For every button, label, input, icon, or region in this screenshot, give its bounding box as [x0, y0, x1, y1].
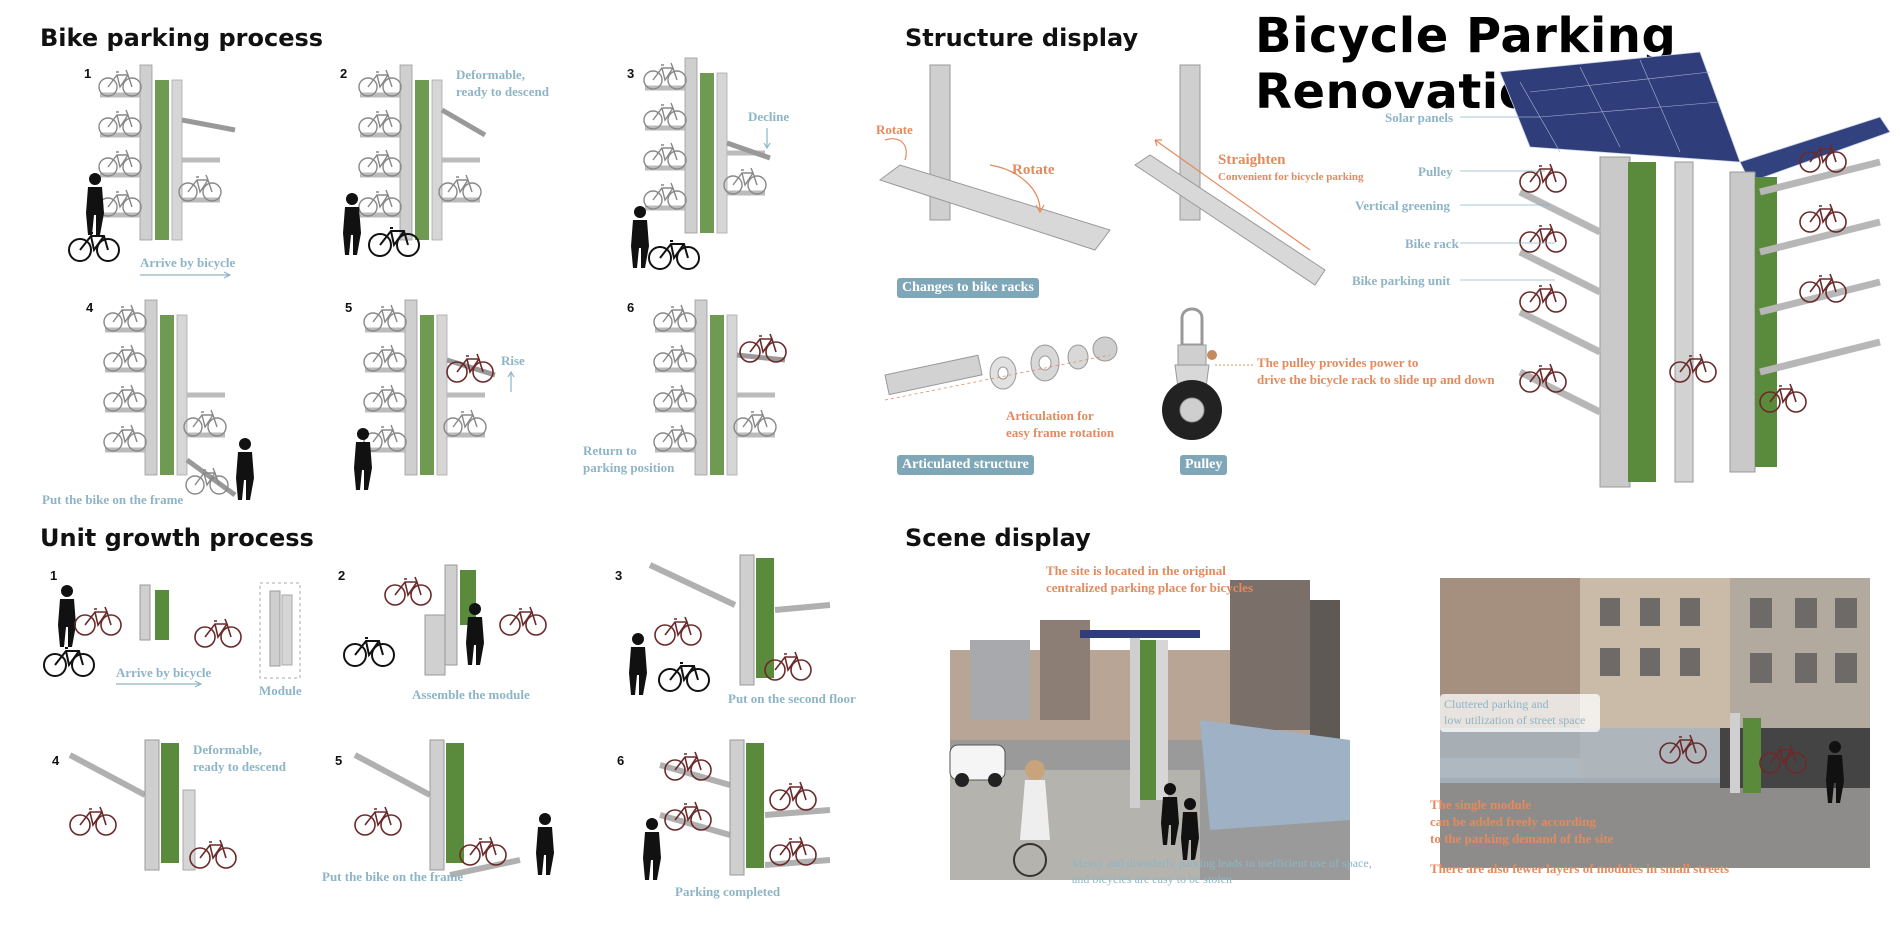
- label-deformable: Deformable, ready to descend: [193, 741, 286, 775]
- label-rotate-small: Rotate: [876, 122, 913, 137]
- label-line: drive the bicycle rack to slide up and d…: [1257, 372, 1495, 387]
- label-line: low utilization of street space: [1444, 713, 1586, 727]
- label-put-on-second-floor: Put on the second floor: [728, 691, 856, 706]
- label-straighten: Straighten: [1218, 152, 1286, 168]
- label-line: Return to: [583, 443, 637, 458]
- label-return-to-parking: Return to parking position: [583, 442, 674, 476]
- label-rotate: Rotate: [1012, 162, 1055, 178]
- articulated-structure-illustration: [884, 336, 1118, 401]
- rack-straighten-illustration: [1134, 64, 1326, 286]
- label-bike-rack: Bike rack: [1405, 236, 1459, 251]
- label-line: to the parking demand of the site: [1430, 831, 1614, 846]
- label-vertical-greening: Vertical greening: [1355, 198, 1450, 213]
- step-number: 6: [617, 753, 625, 768]
- label-solar-panels: Solar panels: [1385, 110, 1454, 125]
- growth-step3-illustration: [629, 554, 831, 695]
- label-put-bike-on-frame: Put the bike on the frame: [322, 869, 464, 884]
- label-line: parking position: [583, 460, 675, 475]
- step-number: 5: [345, 300, 353, 315]
- label-line: The single module: [1430, 797, 1532, 812]
- label-line: and bicycles are easy to be stolen: [1072, 872, 1232, 886]
- tag-changes-to-bike-racks: Changes to bike racks: [897, 278, 1039, 298]
- tag-articulated-structure: Articulated structure: [897, 455, 1034, 475]
- label-arrive-by-bicycle: Arrive by bicycle: [116, 665, 212, 680]
- growth-step6-illustration: [643, 739, 831, 880]
- step1-illustration: [68, 65, 236, 262]
- label-put-bike-on-frame: Put the bike on the frame: [42, 492, 184, 507]
- arrow-down-icon: [763, 128, 771, 150]
- growth-step5-illustration: [353, 739, 554, 878]
- label-convenient: Convenient for bicycle parking: [1218, 171, 1364, 183]
- label-rise: Rise: [501, 353, 525, 368]
- growth-step4-illustration: [68, 739, 237, 871]
- step-number: 3: [615, 568, 623, 583]
- label-arrive-by-bicycle: Arrive by bicycle: [140, 255, 236, 270]
- section-heading-bike-parking: Bike parking process: [40, 24, 324, 52]
- label-articulation: Articulation for easy frame rotation: [1006, 407, 1114, 441]
- label-line: Deformable,: [456, 67, 525, 82]
- step-number: 4: [52, 753, 60, 768]
- pulley-illustration: [1162, 307, 1222, 440]
- arrow-up-icon: [507, 370, 515, 392]
- step2-illustration: [343, 65, 487, 257]
- label-line: Messy and disorderly parking leads to in…: [1072, 856, 1372, 870]
- label-fewer-layers: There are also fewer layers of modules i…: [1430, 861, 1730, 876]
- label-line: ready to descend: [193, 759, 286, 774]
- step-number: 2: [340, 66, 348, 81]
- callout-box: [1440, 694, 1600, 732]
- label-parking-completed: Parking completed: [675, 884, 781, 899]
- leader-line: [1215, 364, 1255, 366]
- arrow-right-icon: [116, 680, 203, 688]
- section-heading-unit-growth: Unit growth process: [40, 524, 314, 552]
- label-assemble-module: Assemble the module: [412, 687, 530, 702]
- tower-leader-lines: [1460, 116, 1555, 281]
- label-line: The site is located in the original: [1046, 563, 1226, 578]
- step-number: 3: [627, 66, 635, 81]
- step-number: 6: [627, 300, 635, 315]
- label-single-module: The single module can be added freely ac…: [1430, 796, 1613, 847]
- step5-illustration: [354, 300, 496, 490]
- label-line: The pulley provides power to: [1257, 355, 1419, 370]
- section-heading-structure: Structure display: [905, 24, 1139, 52]
- label-pulley: Pulley: [1418, 164, 1453, 179]
- label-messy-parking: Messy and disorderly parking leads to in…: [1072, 855, 1372, 887]
- growth-step1-illustration: [43, 582, 301, 679]
- label-module: Module: [259, 683, 302, 698]
- growth-step2-illustration: [343, 564, 547, 676]
- step3-illustration: [631, 58, 771, 270]
- label-line: Cluttered parking and: [1444, 697, 1549, 711]
- label-line: centralized parking place for bicycles: [1046, 580, 1254, 595]
- rack-rotate-illustration: [878, 64, 1111, 251]
- label-site-located: The site is located in the original cent…: [1046, 562, 1253, 596]
- label-cluttered-parking: Cluttered parking and low utilization of…: [1444, 696, 1585, 728]
- step-number: 1: [84, 66, 92, 81]
- arrow-right-icon: [140, 271, 232, 279]
- step-number: 4: [86, 300, 94, 315]
- label-line: ready to descend: [456, 84, 549, 99]
- bike-parking-tower-illustration: [1499, 51, 1891, 488]
- scene-photo-2: [1440, 578, 1870, 868]
- step-number: 5: [335, 753, 343, 768]
- step-number: 2: [338, 568, 346, 583]
- label-line: Articulation for: [1006, 408, 1094, 423]
- step4-illustration: [105, 300, 254, 500]
- label-pulley-power: The pulley provides power to drive the b…: [1257, 354, 1495, 388]
- label-deformable: Deformable, ready to descend: [456, 66, 549, 100]
- label-line: easy frame rotation: [1006, 425, 1115, 440]
- tag-pulley: Pulley: [1180, 455, 1228, 475]
- label-decline: Decline: [748, 109, 790, 124]
- label-line: can be added freely according: [1430, 814, 1596, 829]
- step-number: 1: [50, 568, 58, 583]
- section-heading-scene: Scene display: [905, 524, 1091, 552]
- label-bike-parking-unit: Bike parking unit: [1352, 273, 1451, 288]
- scene-photo-1: [949, 570, 1350, 880]
- label-line: Deformable,: [193, 742, 262, 757]
- step6-illustration: [655, 300, 787, 500]
